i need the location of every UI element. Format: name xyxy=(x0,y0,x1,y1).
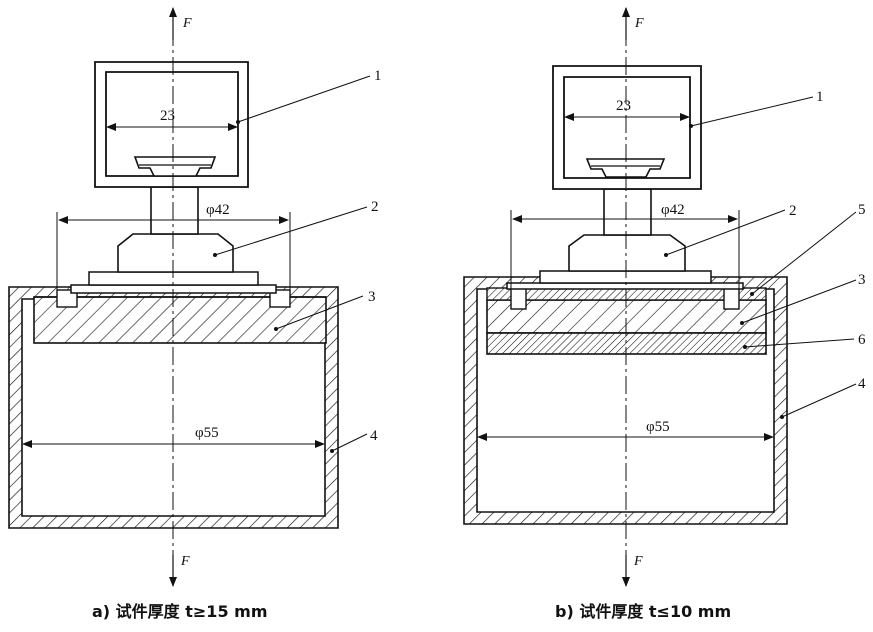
force-label-top-b: F xyxy=(634,16,644,31)
label-2-b: 2 xyxy=(789,203,797,219)
dim-55-a: φ55 xyxy=(195,425,219,441)
inner-seat-a xyxy=(133,156,217,177)
caption-a: a) 试件厚度 t≥15 mm xyxy=(92,602,268,621)
label-2-a: 2 xyxy=(371,199,379,215)
label-4-b: 4 xyxy=(858,376,866,392)
punch-b xyxy=(568,234,686,272)
groove-right-b xyxy=(723,287,740,310)
frame-b xyxy=(552,65,702,190)
dim-23-b: 23 xyxy=(616,98,631,114)
dim-42-b: φ42 xyxy=(661,202,685,218)
force-label-bottom-a: F xyxy=(180,554,190,569)
label-6-b: 6 xyxy=(858,332,866,348)
label-3-b: 3 xyxy=(858,272,866,288)
figure-b: F F 23 φ42 φ55 1 2 5 3 6 4 xyxy=(463,7,866,587)
base-plate-b xyxy=(506,282,744,290)
dim-55-b: φ55 xyxy=(646,419,670,435)
stem-b xyxy=(603,188,652,236)
label-1-a: 1 xyxy=(374,68,382,84)
force-label-bottom-b: F xyxy=(633,554,643,569)
frame-a xyxy=(94,61,249,188)
label-4-a: 4 xyxy=(370,428,378,444)
force-label-top-a: F xyxy=(182,16,192,31)
label-3-a: 3 xyxy=(368,289,376,305)
label-1-b: 1 xyxy=(816,89,824,105)
stem-a xyxy=(150,186,199,235)
dim-23-a: 23 xyxy=(160,108,175,124)
caption-b: b) 试件厚度 t≤10 mm xyxy=(555,602,732,621)
groove-left-b xyxy=(510,287,527,310)
label-5-b: 5 xyxy=(858,202,866,218)
figure-a: F F 23 φ42 φ55 1 2 3 4 xyxy=(8,7,382,587)
punch-a xyxy=(117,233,234,273)
dim-42-a: φ42 xyxy=(206,202,230,218)
